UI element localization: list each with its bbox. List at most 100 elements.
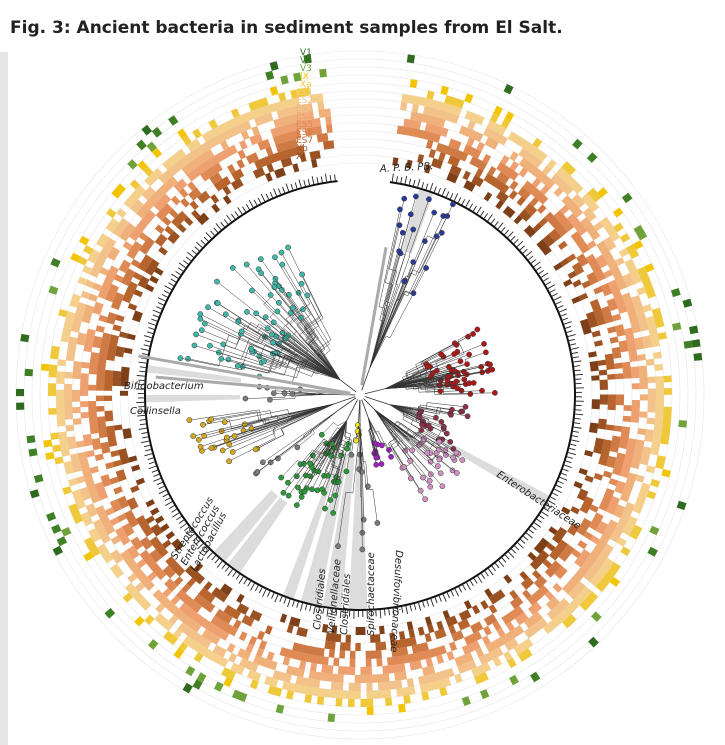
heatmap-cell-V3 bbox=[649, 525, 660, 536]
heatmap-cell-ES4 bbox=[196, 616, 207, 626]
heatmap-cell-ES1 bbox=[655, 382, 664, 389]
heatmap-cell-ES7 bbox=[520, 580, 531, 590]
heatmap-cell-ES3 bbox=[619, 493, 630, 503]
leaf-node-teal bbox=[257, 256, 264, 262]
heatmap-cell-XI bbox=[194, 562, 204, 572]
heatmap-cell-ES3 bbox=[182, 615, 193, 626]
ring-guide bbox=[47, 82, 673, 708]
branch bbox=[330, 420, 347, 501]
heatmap-cell-IX bbox=[177, 128, 188, 139]
heatmap-cell-ES7 bbox=[107, 349, 116, 357]
branch bbox=[257, 409, 340, 473]
branch bbox=[369, 209, 401, 369]
heatmap-cell-ES2 bbox=[205, 139, 216, 150]
heatmap-cell-ES5 bbox=[482, 153, 492, 164]
heatmap-cell-Xa bbox=[50, 351, 59, 360]
heatmap-cell-ES5 bbox=[100, 474, 110, 482]
heatmap-cell-ES5 bbox=[283, 132, 291, 142]
leaf-tick bbox=[550, 496, 556, 501]
heatmap-cell-ES1 bbox=[642, 304, 652, 313]
heatmap-cell-ES7 bbox=[282, 149, 291, 159]
heatmap-cell-Xa bbox=[644, 283, 654, 293]
heatmap-cell-ES2 bbox=[85, 503, 96, 512]
heatmap-cell-ES2 bbox=[400, 101, 408, 111]
heatmap-cell-ES2 bbox=[641, 452, 651, 460]
heatmap-cell-ES5 bbox=[453, 140, 462, 151]
heatmap-cell-ES2 bbox=[422, 106, 431, 116]
branch bbox=[211, 403, 334, 421]
heatmap-cell-ES5 bbox=[333, 657, 340, 667]
leaf-tick bbox=[426, 600, 430, 607]
heatmap-cell-ES1 bbox=[547, 620, 558, 631]
heatmap-cell-ES2 bbox=[65, 424, 75, 432]
heatmap-cell-ES7 bbox=[323, 140, 330, 150]
heatmap-cell-ES2 bbox=[498, 135, 508, 146]
heatmap-cell-XI bbox=[265, 172, 273, 182]
leaf-tick bbox=[152, 314, 159, 318]
heatmap-cell-Xb bbox=[584, 475, 594, 483]
heatmap-cell-ES4 bbox=[628, 349, 638, 357]
heatmap-cell-ES6 bbox=[588, 276, 599, 286]
heatmap-cell-Xa bbox=[646, 490, 657, 500]
heatmap-cell-ES6 bbox=[533, 579, 544, 589]
heatmap-cell-ES4 bbox=[631, 405, 640, 412]
heatmap-cell-ES3 bbox=[190, 158, 201, 169]
heatmap-cell-ES5 bbox=[531, 592, 541, 602]
heatmap-cell-ES3 bbox=[72, 406, 81, 414]
heatmap-cell-ES1 bbox=[454, 673, 463, 684]
heatmap-cell-Xb bbox=[578, 292, 589, 301]
heatmap-cell-ES6 bbox=[478, 161, 488, 171]
leaf-node-pink bbox=[436, 438, 443, 445]
leaf-tick bbox=[225, 566, 230, 572]
heatmap-cell-ES2 bbox=[571, 193, 582, 204]
heatmap-cell-ES7 bbox=[604, 353, 614, 360]
heatmap-cell-ES6 bbox=[130, 259, 141, 268]
heatmap-cell-ES1 bbox=[293, 683, 302, 694]
heatmap-cell-ES3 bbox=[285, 665, 294, 675]
heatmap-cell-ES2 bbox=[336, 682, 344, 691]
heatmap-cell-ES2 bbox=[299, 104, 308, 114]
heatmap-cell-ES5 bbox=[397, 655, 405, 665]
ring-guide bbox=[31, 66, 689, 724]
heatmap-cell-ES4 bbox=[337, 666, 345, 675]
leaf-tick bbox=[307, 179, 311, 186]
heatmap-cell-V1 bbox=[676, 500, 687, 511]
leaf-tick bbox=[335, 609, 338, 616]
leaf-tick bbox=[298, 179, 302, 188]
heatmap-cell-IX bbox=[409, 79, 418, 89]
heatmap-cell-ES7 bbox=[487, 175, 497, 186]
heatmap-cell-ES6 bbox=[125, 268, 136, 277]
heatmap-cell-V2 bbox=[56, 536, 68, 547]
heatmap-cell-ES1 bbox=[166, 156, 177, 167]
heatmap-cell-Xa bbox=[360, 698, 368, 707]
heatmap-cell-ES3 bbox=[137, 572, 148, 583]
heatmap-cell-ES1 bbox=[311, 687, 320, 697]
leaf-tick bbox=[191, 249, 197, 255]
heatmap-cell-ES5 bbox=[467, 146, 477, 157]
heatmap-cell-V1 bbox=[20, 333, 30, 343]
leaf-node-red bbox=[437, 388, 444, 395]
leaf-node-teal bbox=[267, 292, 274, 298]
leaf-tick-ring bbox=[136, 173, 584, 619]
heatmap-cell-ES3 bbox=[295, 112, 304, 123]
heatmap-cell-Xb bbox=[599, 399, 608, 405]
heatmap-cell-ES5 bbox=[557, 214, 568, 224]
heatmap-cell-Xa bbox=[181, 135, 192, 146]
heatmap-cell-ES6 bbox=[96, 395, 105, 402]
heatmap-cell-ES1 bbox=[402, 687, 410, 696]
heatmap-cell-ES6 bbox=[610, 440, 620, 448]
heatmap-cell-ES1 bbox=[217, 123, 227, 134]
heatmap-cell-ES7 bbox=[496, 181, 506, 191]
heatmap-cell-ES3 bbox=[169, 604, 180, 615]
branch bbox=[357, 399, 361, 427]
heatmap-cell-ES3 bbox=[527, 164, 538, 175]
heatmap-cell-ES5 bbox=[612, 467, 622, 476]
heatmap-cell-ES6 bbox=[161, 216, 172, 226]
heatmap-cell-ES3 bbox=[550, 596, 560, 607]
leaf-node-teal bbox=[238, 328, 245, 335]
leaf-node-red bbox=[479, 387, 485, 394]
heatmap-cell-ES5 bbox=[614, 324, 625, 332]
leaf-tick bbox=[442, 594, 447, 602]
heatmap-cell-Xa bbox=[87, 542, 98, 552]
leaf-tick bbox=[450, 590, 455, 597]
